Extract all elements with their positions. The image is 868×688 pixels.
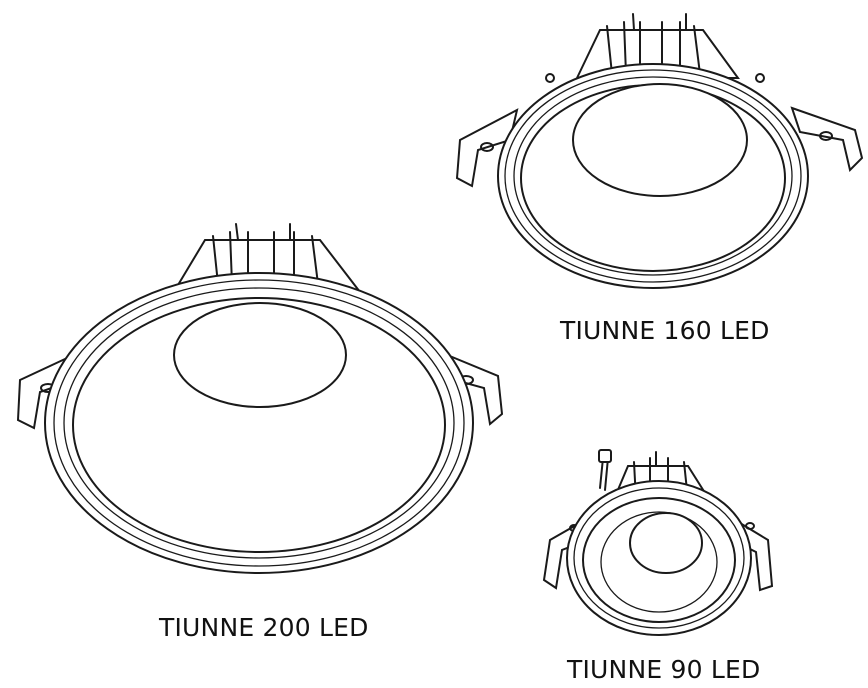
downlight-160-drawing <box>455 13 864 289</box>
downlight-200-drawing <box>16 223 504 574</box>
product-label-tiunne-160: TIUNNE 160 LED <box>560 316 770 345</box>
product-label-tiunne-90: TIUNNE 90 LED <box>567 655 761 684</box>
product-label-tiunne-200: TIUNNE 200 LED <box>159 613 369 642</box>
downlight-90-drawing <box>542 449 774 636</box>
